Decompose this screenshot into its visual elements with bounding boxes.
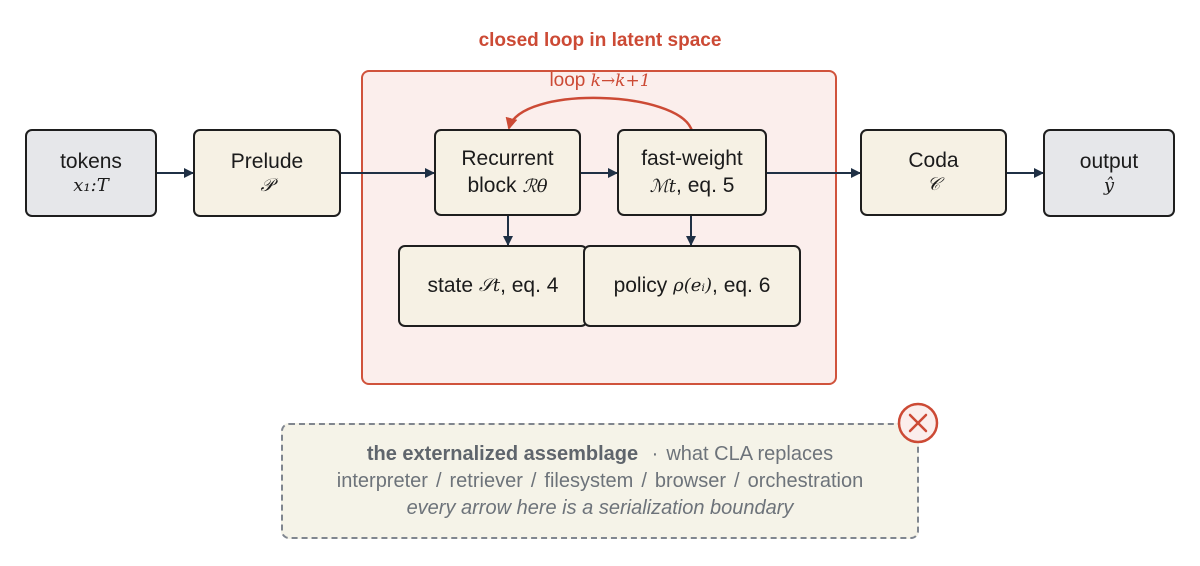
prelude-math: 𝒫 xyxy=(260,174,274,196)
tokens-label: tokens xyxy=(60,149,122,173)
ext-item-separator: / xyxy=(435,469,442,492)
ext-item: orchestration xyxy=(747,469,864,492)
ext-title-line: the externalized assemblage · what CLA re… xyxy=(367,441,833,468)
fast-weight-line2-text: , eq. 5 xyxy=(676,173,735,197)
ext-item: interpreter xyxy=(336,469,428,492)
externalized-assemblage-box: the externalized assemblage · what CLA re… xyxy=(281,423,919,539)
state-prefix: state xyxy=(427,273,474,297)
state-suffix: , eq. 4 xyxy=(500,273,559,297)
ext-title-separator: · xyxy=(651,442,659,465)
state-math: 𝒮t xyxy=(478,274,501,296)
output-math: ŷ xyxy=(1103,174,1115,196)
ext-items-line: interpreter / retriever / filesystem / browser… xyxy=(337,468,863,495)
coda-math: 𝒞 xyxy=(926,174,941,196)
loop-label-math: k→k+1 xyxy=(590,71,651,91)
recurrent-line1: Recurrent xyxy=(461,147,554,171)
fast-weight-line2: ℳt, eq. 5 xyxy=(650,173,735,199)
ext-footnote: every arrow here is a serialization boun… xyxy=(406,496,794,519)
output-label: output xyxy=(1079,149,1139,173)
policy-math: ρ(eᵢ) xyxy=(673,274,713,296)
ext-item: filesystem xyxy=(544,469,634,492)
fast-weight-node: fast-weight ℳt, eq. 5 xyxy=(617,129,767,216)
recurrent-line2: block ℛθ xyxy=(467,173,547,199)
ext-item-separator: / xyxy=(734,469,740,492)
coda-node: Coda 𝒞 xyxy=(860,129,1007,216)
coda-label: Coda xyxy=(908,149,959,173)
policy-suffix: , eq. 6 xyxy=(712,273,771,297)
ext-item-separator: / xyxy=(641,469,647,492)
loop-back-arrow xyxy=(505,96,694,132)
recurrent-line2-text: block xyxy=(467,173,517,197)
policy-prefix: policy xyxy=(613,273,668,297)
prelude-node: Prelude 𝒫 xyxy=(193,129,341,217)
output-node: output ŷ xyxy=(1043,129,1175,217)
tokens-math: x₁:T xyxy=(73,174,109,196)
ext-item: retriever xyxy=(449,469,523,492)
loop-region xyxy=(361,70,837,385)
ext-title: the externalized assemblage xyxy=(366,442,639,465)
ext-subtitle: what CLA replaces xyxy=(666,442,834,465)
ext-item: browser xyxy=(654,469,727,492)
policy-node: policy ρ(eᵢ), eq. 6 xyxy=(583,245,801,327)
loop-region-title: closed loop in latent space xyxy=(478,30,722,51)
recurrent-line2-math: ℛθ xyxy=(522,175,548,197)
tokens-node: tokens x₁:T xyxy=(25,129,157,217)
fast-weight-line2-math: ℳt xyxy=(649,175,677,197)
loop-label-text: loop xyxy=(549,70,586,91)
state-node: state 𝒮t, eq. 4 xyxy=(398,245,588,327)
prelude-label: Prelude xyxy=(230,149,304,173)
recurrent-block-node: Recurrent block ℛθ xyxy=(434,129,581,216)
fast-weight-line1: fast-weight xyxy=(641,147,743,171)
x-circle-icon xyxy=(897,402,939,444)
loop-label: loop k→k+1 xyxy=(480,70,720,92)
ext-item-separator: / xyxy=(530,469,537,492)
